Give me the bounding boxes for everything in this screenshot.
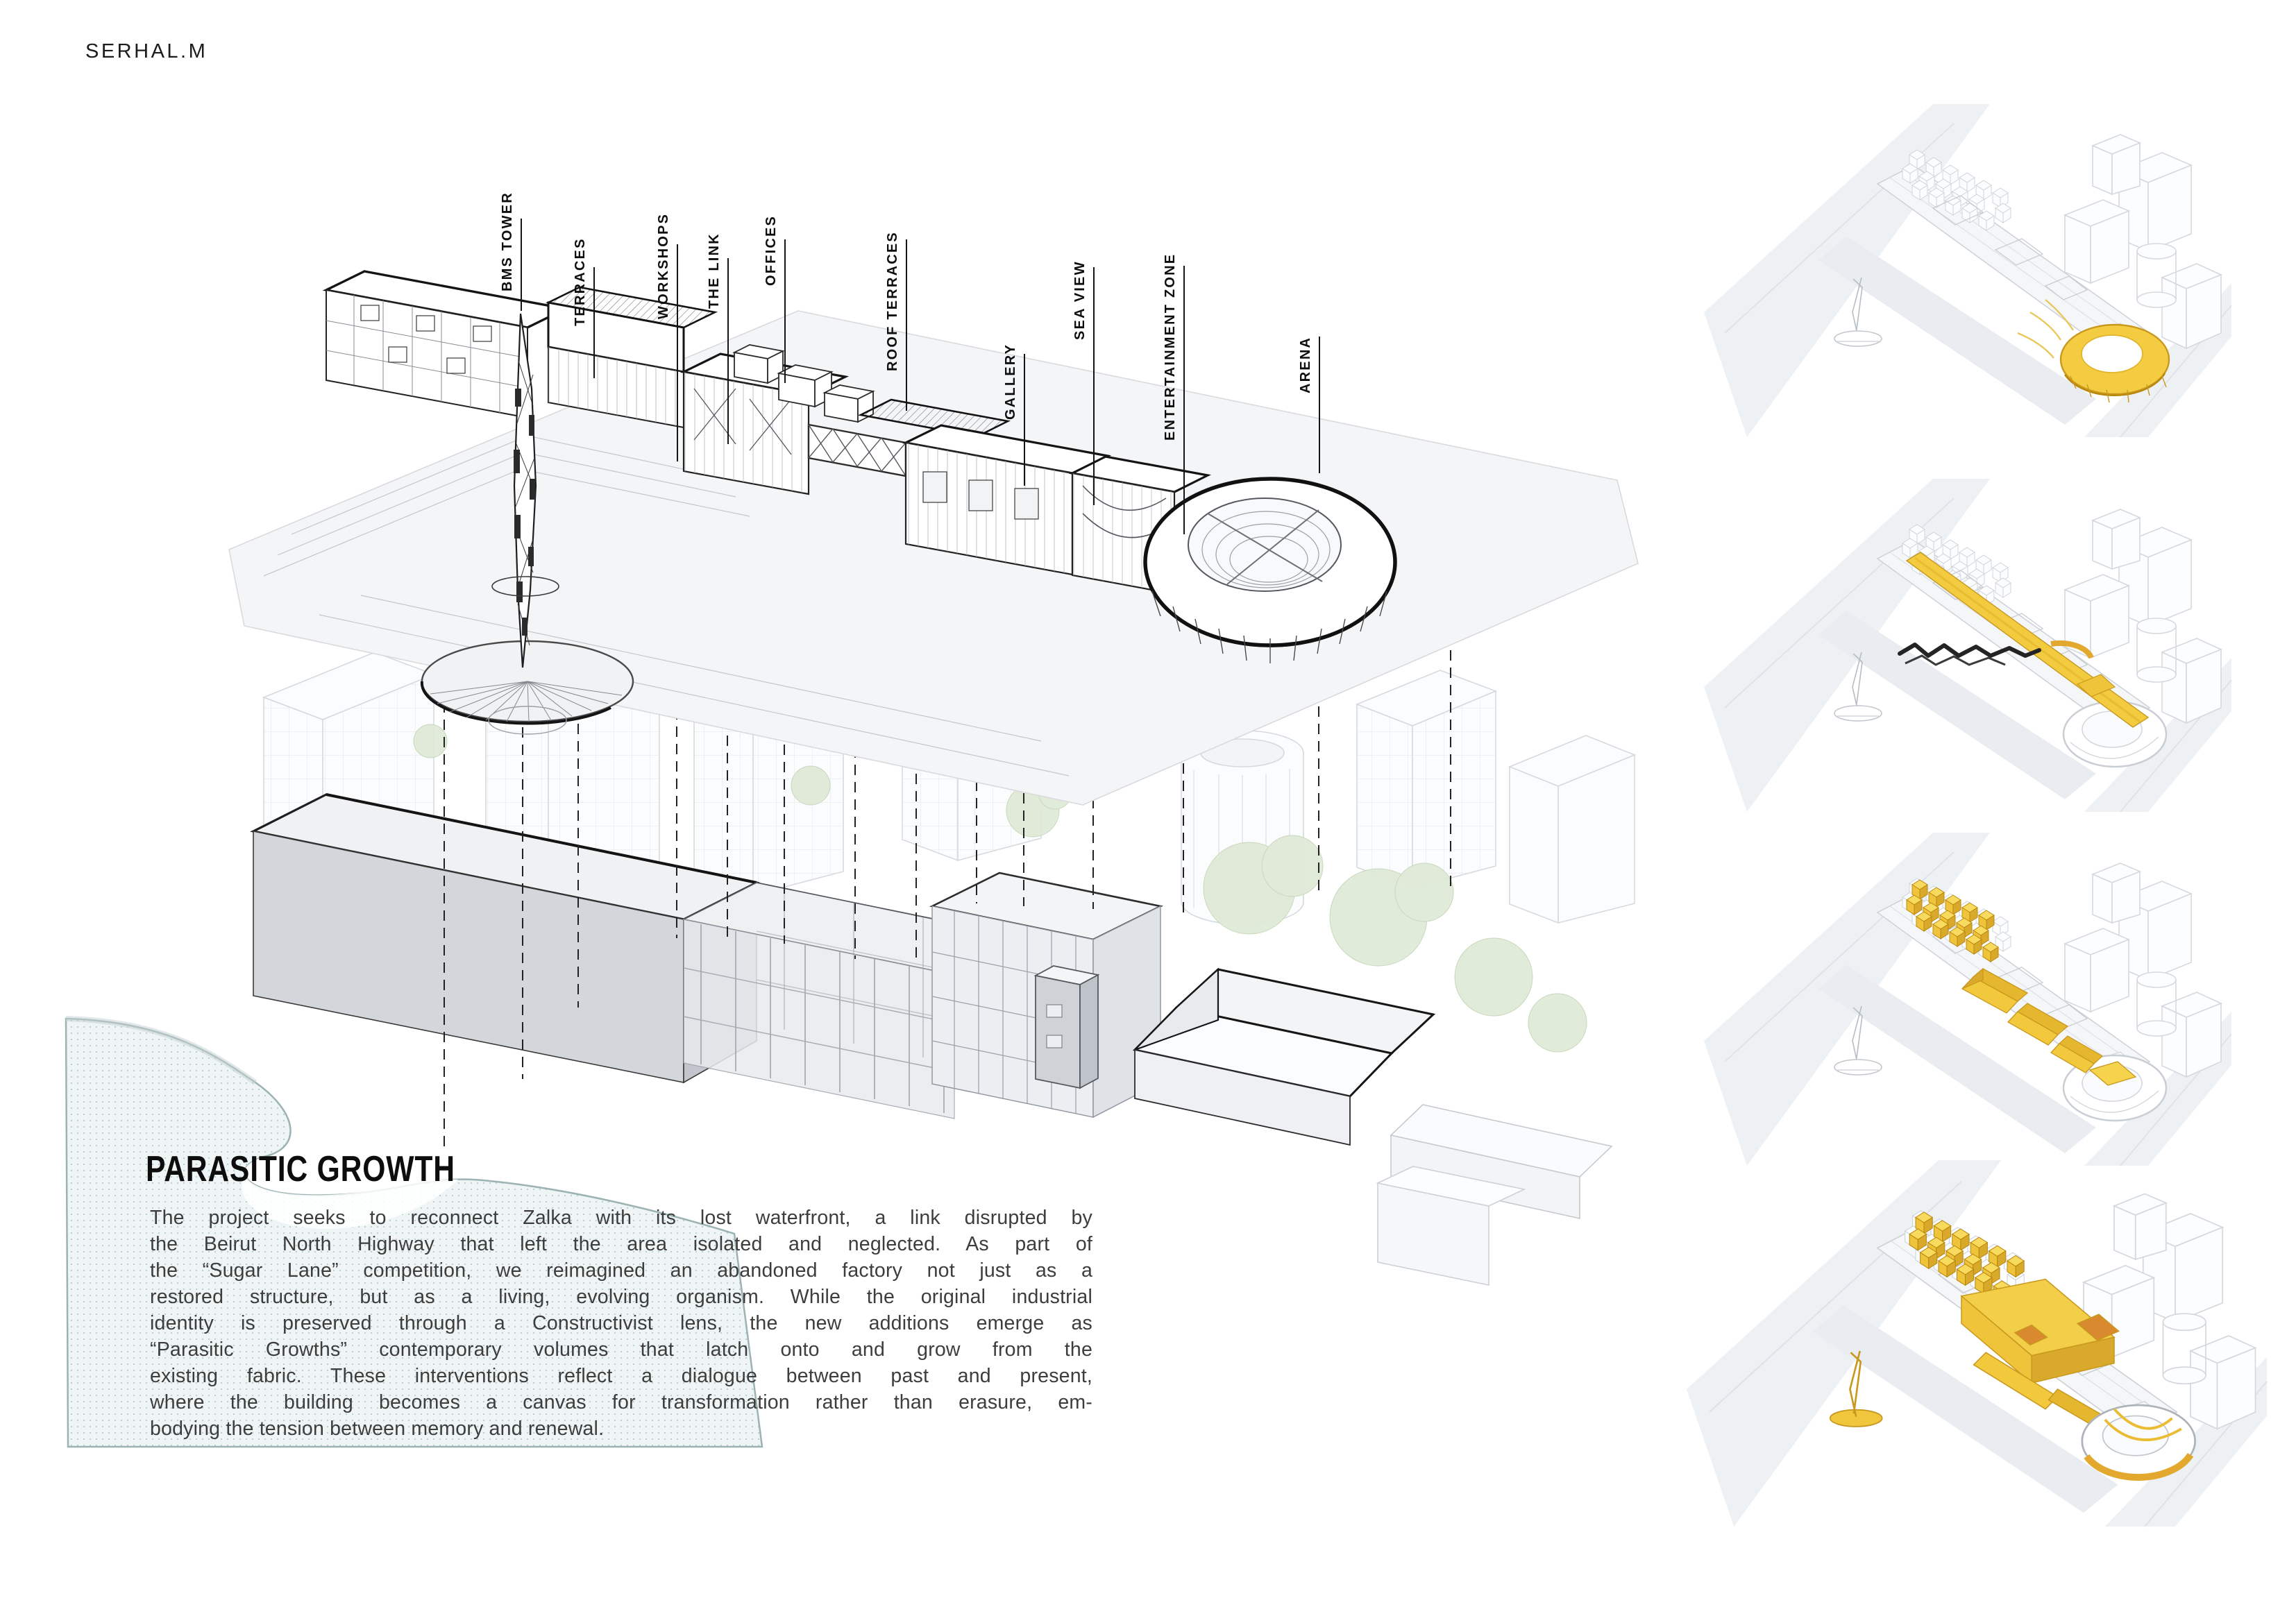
axon-label-text: OFFICES <box>763 214 779 286</box>
description-line: The project seeks to reconnect Zalka wit… <box>150 1207 1092 1229</box>
massing-stage-1-arena-ring-highlight <box>1704 104 2231 437</box>
stage4-gold-tower <box>1829 1350 1883 1427</box>
leader-line <box>1093 267 1095 505</box>
axon-label-text: GALLERY <box>1003 343 1018 420</box>
page-title: PARASITIC GROWTH <box>146 1148 455 1189</box>
leader-line <box>677 244 679 461</box>
tower-plaza <box>420 640 634 735</box>
gabled-sheds <box>1133 967 1613 1286</box>
leader-line <box>906 239 908 411</box>
massing-stage-2-link-spine-highlight <box>1704 479 2231 812</box>
leader-line <box>1024 354 1026 486</box>
description-line: restored structure, but as a living, evo… <box>150 1286 1092 1308</box>
parasitic-structure-drawing <box>228 270 1639 806</box>
stage3-yellow-cubes-and-gables <box>1906 879 2137 1086</box>
project-description: The project seeks to reconnect Zalka wit… <box>150 1205 1092 1442</box>
massing-stage-3-parasite-volumes-highlight <box>1704 833 2231 1166</box>
stair-tower <box>1033 965 1100 1089</box>
massing-stage-4-full-growth-highlight <box>1687 1160 2267 1527</box>
axon-label-text: ENTERTAINMENT ZONE <box>1163 253 1178 441</box>
arena <box>1143 477 1397 663</box>
description-line: bodying the tension between memory and r… <box>150 1418 605 1440</box>
axon-label-text: SEA VIEW <box>1072 260 1088 340</box>
leader-line <box>1319 337 1321 473</box>
stage2-yellow-spine <box>1898 552 2150 728</box>
description-line: the Beirut North Highway that left the a… <box>150 1233 1092 1255</box>
leader-line <box>521 219 523 311</box>
description-line: the “Sugar Lane” competition, we reimagi… <box>150 1259 1092 1282</box>
axon-label-text: WORKSHOPS <box>656 212 671 319</box>
stage4-gold-ring-streaks <box>2081 1404 2196 1481</box>
band-gallery <box>902 424 1112 576</box>
description-line: “Parasitic Growths” contemporary volumes… <box>150 1339 1092 1361</box>
stage4-full-yellow-growth <box>1829 1212 2196 1481</box>
band-hatched-shed <box>545 286 718 429</box>
bms-tower <box>491 313 559 668</box>
stage1-yellow-arena-ring <box>2017 299 2170 403</box>
axon-label-text: ARENA <box>1298 336 1313 393</box>
leader-line <box>784 239 786 383</box>
axon-label-text: ROOF TERRACES <box>885 231 900 371</box>
description-line: where the building becomes a canvas for … <box>150 1391 1092 1413</box>
leader-line <box>1183 266 1185 534</box>
sea-waterfront <box>65 1016 763 1448</box>
band-workshops <box>679 352 850 495</box>
leader-line <box>727 258 729 444</box>
arena-facade-ticks <box>1151 590 1387 663</box>
author-name: SERHAL.M <box>85 40 208 62</box>
description-line: identity is preserved through a Construc… <box>150 1312 1092 1334</box>
axon-label-text: THE LINK <box>707 232 722 309</box>
axon-label-text: TERRACES <box>573 237 588 326</box>
axon-label-text: BMS TOWER <box>500 192 515 291</box>
band-office-boxes <box>732 344 875 423</box>
description-line: existing fabric. These interventions ref… <box>150 1365 1092 1387</box>
leader-line <box>593 267 596 378</box>
